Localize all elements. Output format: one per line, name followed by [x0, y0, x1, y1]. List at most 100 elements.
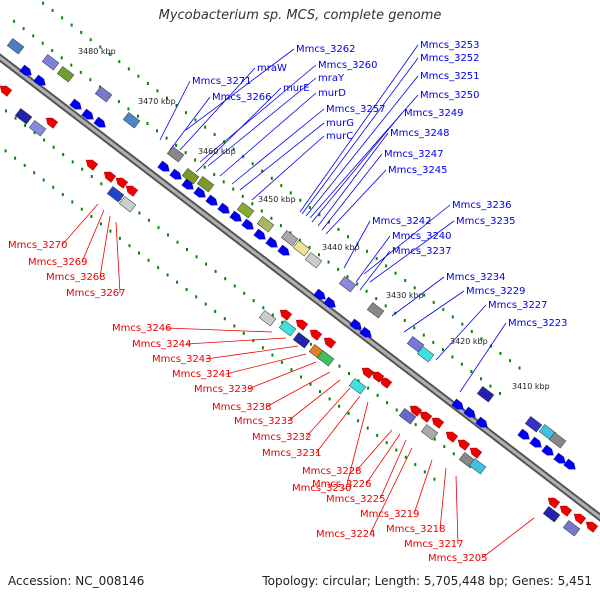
tick-dot	[22, 27, 25, 31]
reverse-gene-label: Mmcs_3231	[262, 448, 322, 459]
forward-gene	[157, 160, 170, 172]
forward-gene	[451, 398, 464, 410]
forward-label-leader	[219, 92, 317, 177]
topology-text: Topology: circular; Length: 5,705,448 bp…	[262, 574, 592, 588]
reverse-gene-shape	[295, 319, 309, 331]
forward-gene-shape	[529, 436, 542, 448]
reverse-gene-block	[562, 520, 581, 537]
reverse-gene	[115, 177, 129, 189]
reverse-gene-block	[542, 506, 561, 523]
reverse-label-leader	[315, 395, 361, 454]
tick-dot	[100, 182, 103, 186]
tick-dot	[80, 30, 83, 34]
reverse-gene-shape	[309, 329, 323, 341]
forward-gene	[169, 168, 182, 180]
reverse-gene-shape	[85, 159, 99, 171]
forward-gene-block-shape	[366, 302, 385, 319]
forward-label-leader	[185, 48, 295, 131]
forward-gene-shape	[277, 244, 290, 256]
tick-dot	[432, 300, 435, 304]
forward-gene-shape	[451, 398, 464, 410]
reverse-gene	[125, 185, 139, 197]
reverse-gene-label: Mmcs_3219	[360, 509, 420, 520]
forward-gene-block-shape	[476, 386, 495, 403]
reverse-gene-shape	[323, 337, 337, 349]
tick-dot	[90, 175, 93, 178]
tick-dot	[327, 260, 330, 264]
tick-dot	[270, 216, 273, 220]
accession-text: Accession: NC_008146	[8, 574, 145, 588]
tick-dot	[366, 426, 369, 430]
reverse-gene-shape	[115, 177, 129, 189]
forward-gene-shape	[463, 406, 476, 418]
reverse-gene-label: Mmcs_3233	[234, 416, 294, 427]
tick-dot	[337, 267, 340, 271]
reverse-label-leader	[455, 475, 459, 545]
reverse-gene-block-shape	[562, 520, 581, 537]
tick-dot	[338, 404, 341, 408]
tick-marks	[4, 1, 521, 481]
forward-gene-block	[338, 276, 357, 293]
reverse-gene-shape	[45, 117, 59, 129]
tick-dot	[367, 386, 370, 390]
tick-dot	[213, 133, 216, 136]
reverse-gene	[457, 439, 471, 451]
tick-dot	[375, 297, 378, 301]
reverse-gene-label: Mmcs_3269	[28, 257, 88, 268]
tick-dot	[137, 74, 140, 78]
forward-gene-shape	[217, 202, 230, 214]
forward-label-leader	[195, 87, 282, 173]
reverse-gene-label: Mmcs_3228	[302, 466, 362, 477]
tick-dot	[41, 41, 44, 45]
forward-gene-block-shape	[524, 416, 543, 433]
reverse-gene-block-shape	[398, 408, 417, 425]
tick-dot	[290, 368, 293, 372]
forward-gene	[241, 218, 254, 230]
forward-gene-block	[181, 168, 200, 185]
reverse-gene-block	[28, 120, 47, 137]
tick-dot	[270, 176, 273, 180]
forward-gene	[563, 458, 576, 470]
tick-dot	[271, 313, 274, 317]
forward-gene-label: Mmcs_3223	[508, 318, 568, 329]
forward-label-leader	[301, 57, 419, 215]
tick-dot	[261, 346, 264, 350]
forward-gene-label: Mmcs_3235	[456, 216, 516, 227]
tick-dot	[157, 266, 160, 270]
forward-gene-shape	[349, 318, 362, 330]
reverse-gene-block	[316, 350, 335, 367]
tick-dot	[13, 19, 16, 23]
tick-dot	[289, 191, 292, 195]
forward-label-leader	[159, 80, 191, 141]
tick-dot	[175, 103, 178, 107]
forward-gene-block-shape	[416, 346, 435, 363]
forward-label-leader	[391, 276, 445, 317]
forward-gene-shape	[517, 428, 530, 440]
reverse-gene-shape	[419, 411, 433, 423]
tick-dot	[262, 306, 265, 310]
reverse-gene-block	[398, 408, 417, 425]
tick-dot	[195, 255, 198, 259]
tick-dot	[423, 470, 426, 474]
tick-dot	[480, 377, 482, 381]
tick-dot	[499, 391, 501, 395]
tick-dot	[252, 299, 255, 303]
tick-dot	[24, 123, 27, 127]
forward-gene-label: Mmcs_3236	[452, 200, 512, 211]
forward-gene-shape	[81, 108, 94, 120]
forward-gene-block	[41, 54, 60, 71]
tick-dot	[261, 169, 264, 173]
reverse-gene-shape	[469, 447, 483, 459]
tick-row	[42, 1, 521, 370]
forward-gene-block-shape	[292, 240, 311, 257]
forward-gene	[19, 64, 32, 76]
tick-dot	[61, 16, 64, 20]
reverse-label-leader	[165, 327, 273, 333]
forward-gene-label: Mmcs_3242	[372, 216, 432, 227]
forward-gene	[229, 210, 242, 222]
tick-dot	[4, 149, 7, 153]
forward-gene-label: Mmcs_3266	[212, 92, 272, 103]
forward-gene	[475, 416, 488, 428]
tick-dot	[252, 339, 255, 343]
forward-label-leader	[231, 108, 325, 185]
